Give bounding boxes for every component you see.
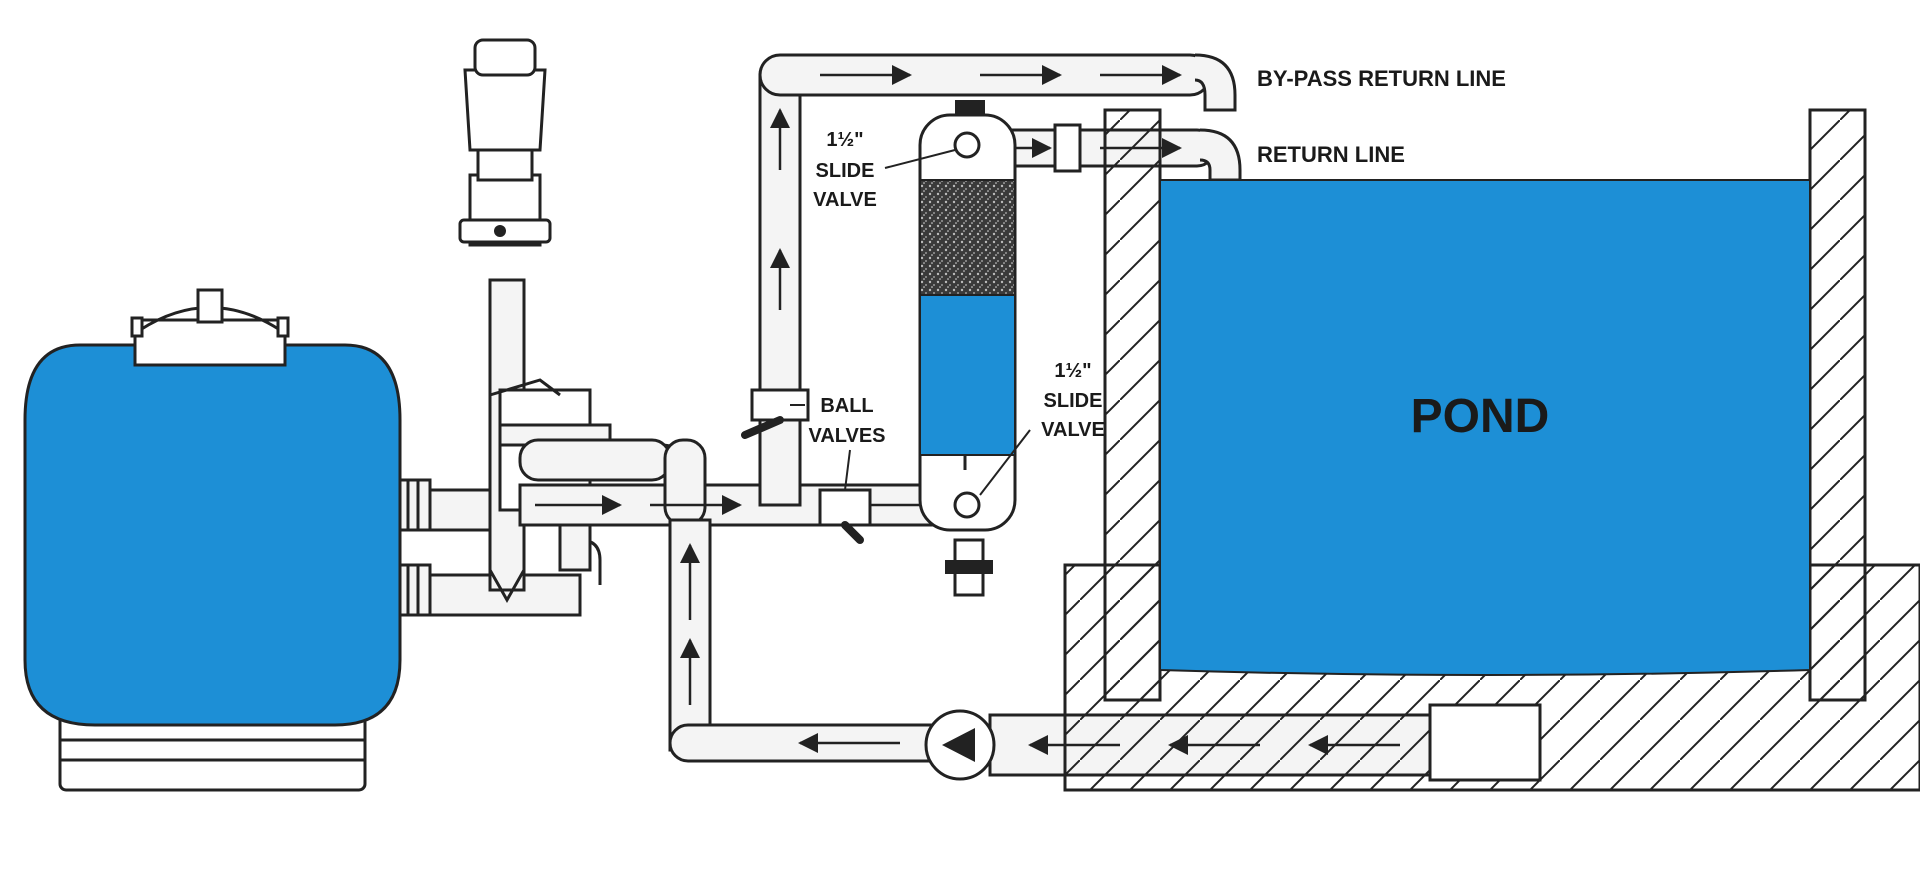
bio-filter-media xyxy=(919,179,1016,296)
slide-valve-top-label-2: VALVE xyxy=(813,189,877,211)
sight-glass xyxy=(463,68,547,152)
slide-valve-top-label: SLIDE xyxy=(816,160,875,182)
pond-wall-right xyxy=(1808,108,1867,702)
bypass-return-line-label: BY-PASS RETURN LINE xyxy=(1257,66,1506,91)
filter-outlet-lower xyxy=(398,563,432,617)
pond-water xyxy=(1159,179,1811,676)
pond-label: POND xyxy=(1411,390,1550,443)
pond-drain-sump xyxy=(1428,703,1542,782)
ball-valves-label: BALL xyxy=(820,395,873,417)
slide-valve-bottom-leader xyxy=(979,429,1031,496)
pond xyxy=(1063,108,1920,792)
slide-valve-bottom xyxy=(953,491,981,519)
bio-filter-water xyxy=(919,294,1016,456)
filter-outlet-upper xyxy=(398,478,432,532)
pond-wall-left xyxy=(1103,108,1162,702)
labels: BY-PASS RETURN LINE RETURN LINE 1½" SLID… xyxy=(790,66,1550,496)
pump-icon xyxy=(924,709,996,781)
slide-valve-top xyxy=(953,131,981,159)
slide-valve-top-size-label: 1½" xyxy=(826,129,863,151)
multiport-valve-assembly xyxy=(428,38,612,617)
filter-lid-collar xyxy=(133,318,287,367)
slide-valve-bottom-label-2: VALVE xyxy=(1041,419,1105,441)
return-line-label: RETURN LINE xyxy=(1257,142,1405,167)
ball-valves-label-2: VALVES xyxy=(808,425,885,447)
slide-valve-bottom-size-label: 1½" xyxy=(1054,360,1091,382)
slide-valve-bottom-label: SLIDE xyxy=(1044,390,1103,412)
filter-tank-body xyxy=(23,343,402,727)
bio-filter-column xyxy=(918,100,1017,597)
ball-valve-inline xyxy=(818,488,872,527)
slide-valve-top-leader xyxy=(884,149,956,169)
ball-valves-leader-2 xyxy=(844,449,851,491)
filter-lid-handle xyxy=(196,288,224,324)
sand-filter-tank xyxy=(23,288,432,792)
